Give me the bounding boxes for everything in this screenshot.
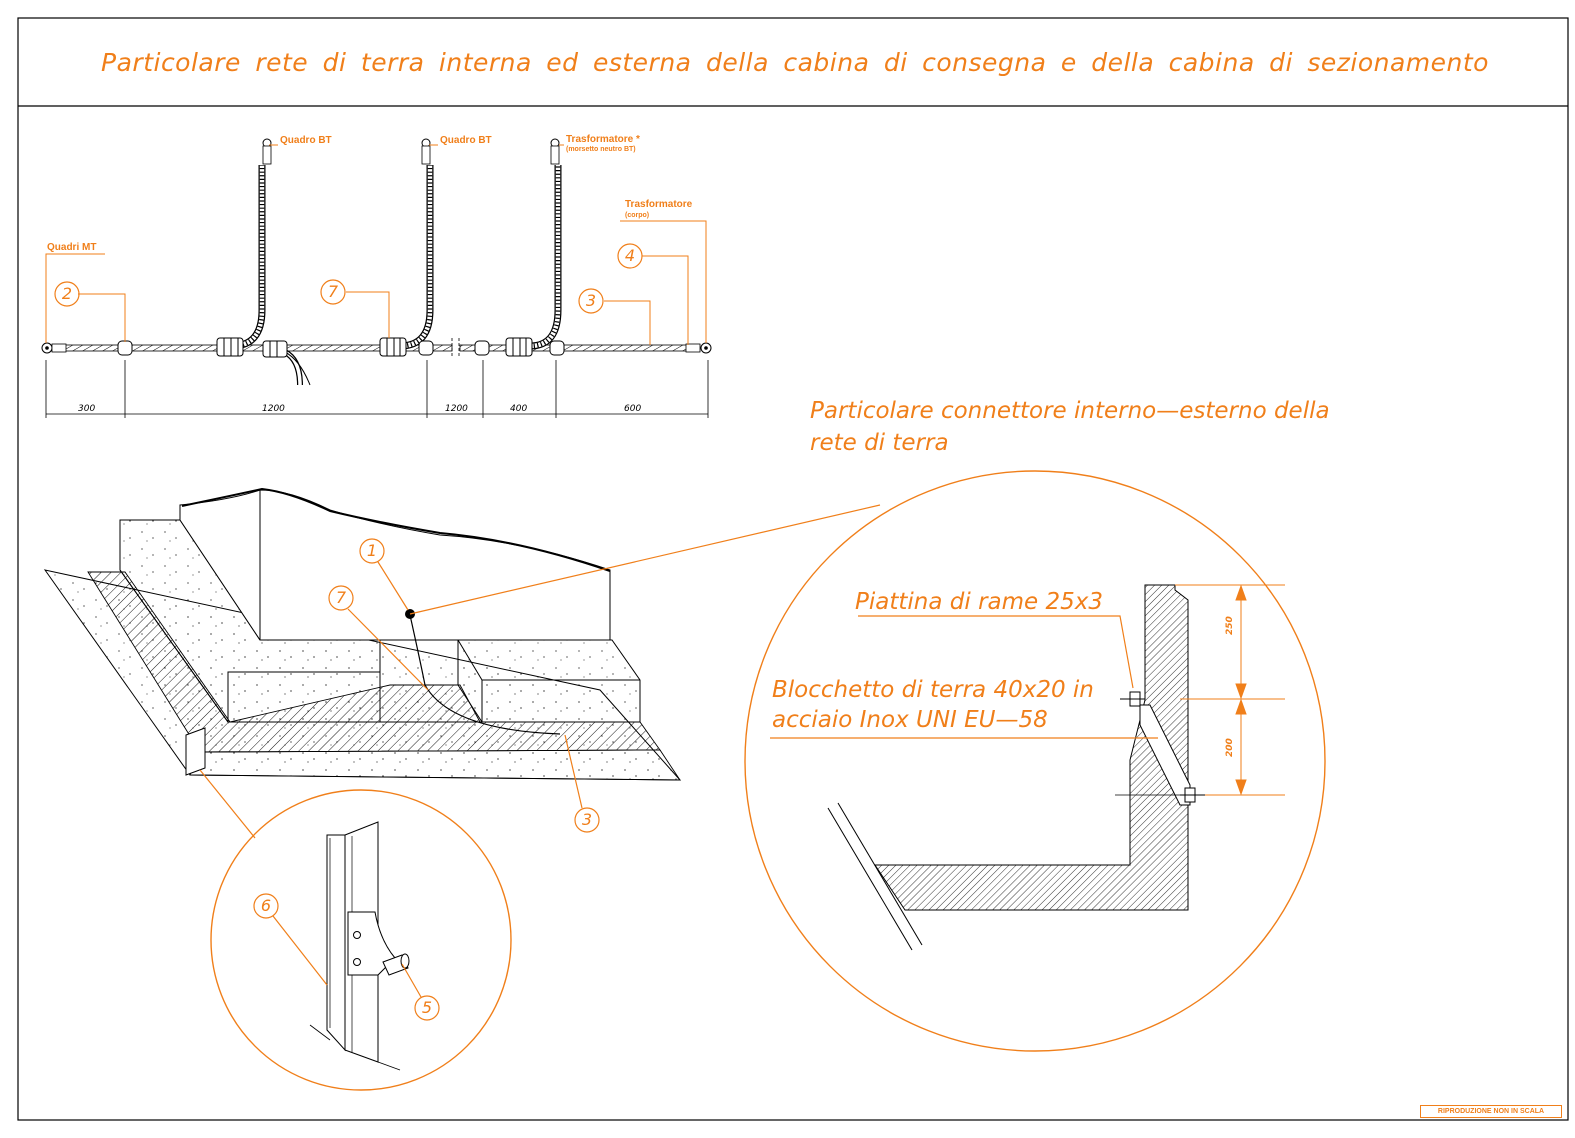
isometric-foundation <box>43 487 682 781</box>
connector-note-line2: rete di terra <box>810 430 949 456</box>
callout-5: 5 <box>421 998 433 1017</box>
connector-detail-leaders <box>770 615 1158 739</box>
lug-left <box>41 342 67 354</box>
dimension-1200-b: 1200 <box>445 404 468 414</box>
label-blocchetto-line1: Blocchetto di terra 40x20 in <box>772 677 1094 703</box>
label-quadri-mt: Quadri MT <box>47 242 97 253</box>
label-trasformatore-neutro-sub: (morsetto neutro BT) <box>566 146 636 153</box>
lug-right <box>685 342 712 354</box>
label-quadro-bt-2: Quadro BT <box>440 135 492 146</box>
riser-quadro-bt-1 <box>231 138 272 350</box>
riser-trasformatore <box>529 138 562 350</box>
rod-detail-leaders <box>253 893 440 1021</box>
connector-detail-dimensions <box>1175 584 1285 796</box>
scale-stamp: RIPRODUZIONE NON IN SCALA <box>1420 1105 1562 1118</box>
callout-1: 1 <box>366 541 378 560</box>
dimension-400: 400 <box>510 404 528 414</box>
callout-7-schematic: 7 <box>327 282 339 301</box>
riser-quadro-bt-2 <box>399 138 434 350</box>
callout-7-iso: 7 <box>335 588 347 607</box>
rod-detail-circle <box>210 789 512 1091</box>
label-quadro-bt-1: Quadro BT <box>280 135 332 146</box>
ground-cable-schematic <box>41 138 712 418</box>
callout-3-schematic: 3 <box>585 291 597 310</box>
dimension-250: 250 <box>1225 616 1235 635</box>
schematic-dimension-line <box>45 360 709 418</box>
sheet-frame <box>17 17 1569 1121</box>
dimension-300: 300 <box>78 404 96 414</box>
dimension-600: 600 <box>624 404 642 414</box>
connector-note-line1: Particolare connettore interno—esterno d… <box>810 398 1330 424</box>
callout-6: 6 <box>260 896 272 915</box>
dimension-200: 200 <box>1225 738 1235 757</box>
label-trasformatore-corpo-sub: (corpo) <box>625 212 650 219</box>
label-trasformatore-corpo: Trasformatore <box>625 199 693 210</box>
iso-leaders <box>199 504 881 839</box>
page-title: Particolare rete di terra interna ed est… <box>101 47 1489 77</box>
dimension-1200-a: 1200 <box>262 404 285 414</box>
callout-2: 2 <box>61 284 73 303</box>
label-trasformatore-neutro: Trasformatore * <box>566 134 640 145</box>
label-blocchetto-line2: acciaio Inox UNI EU—58 <box>772 707 1048 733</box>
label-piattina: Piattina di rame 25x3 <box>855 589 1103 615</box>
callout-4: 4 <box>624 246 636 265</box>
schematic-leaders <box>45 144 707 345</box>
callout-3-iso: 3 <box>581 810 593 829</box>
connector-detail-circle <box>744 470 1326 1052</box>
schematic-callout-circles <box>54 243 643 314</box>
